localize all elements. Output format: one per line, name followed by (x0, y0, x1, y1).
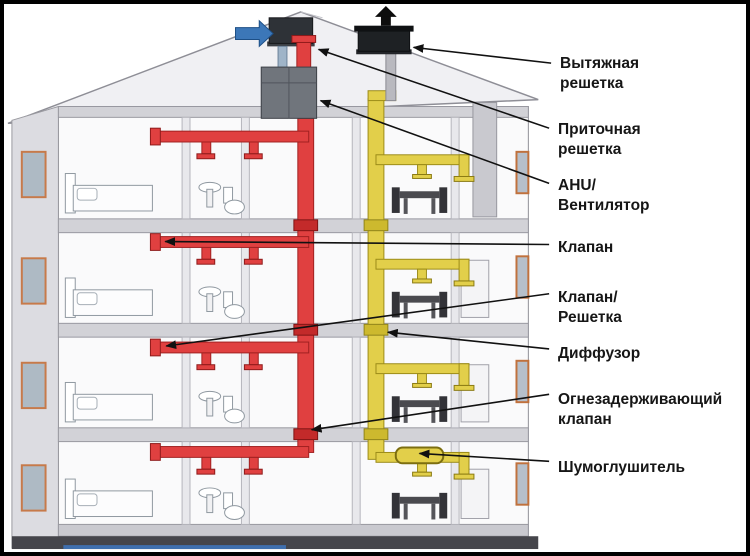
window (20, 150, 47, 199)
exhaust-riser (367, 98, 385, 460)
fire-damper-collar (293, 219, 319, 232)
label-supply-grille: Приточная решетка (558, 121, 641, 158)
facade-windows (20, 150, 530, 512)
supply-intake-unit (235, 17, 317, 69)
window (20, 257, 47, 305)
window (515, 359, 530, 404)
leader-line-valve (164, 237, 550, 247)
building-section (11, 105, 529, 549)
exhaust-duct-system (363, 90, 475, 480)
window (20, 361, 47, 410)
label-fire-damper: Огнезадерживающий клапан (558, 391, 723, 428)
label-valve-grille: Клапан/ Решетка (558, 289, 622, 326)
label-silencer: Шумоглушитель (558, 459, 686, 476)
leader-line-ahu-fan (319, 99, 550, 185)
supply-roof-stub (296, 40, 312, 69)
fire-damper-collar (293, 323, 319, 336)
window (515, 150, 530, 195)
ground (11, 536, 539, 550)
leader-line-diffuser (386, 328, 550, 350)
leader-line-fire-damper (310, 393, 550, 433)
silencer-unit (394, 446, 445, 465)
leader-line-exhaust-grille (412, 44, 552, 64)
ventilation-diagram (7, 5, 552, 550)
fire-damper-collar (293, 428, 319, 441)
kitchen-fixtures (460, 102, 498, 519)
label-valve: Клапан (558, 239, 614, 256)
supply-riser (297, 117, 315, 453)
fire-damper-collar (363, 219, 389, 232)
label-diffuser: Диффузор (558, 345, 641, 362)
exhaust-air-arrow-icon (380, 15, 391, 26)
fire-damper-collar (363, 428, 389, 441)
fresh-air-pipe (277, 45, 288, 69)
window (20, 464, 47, 512)
fire-damper-collar (363, 323, 389, 336)
label-ahu-fan: AHU/ Вентилятор (558, 177, 650, 214)
leader-line-silencer (418, 449, 550, 463)
leader-lines (164, 44, 552, 463)
supply-duct-system (149, 117, 319, 475)
window (515, 462, 530, 506)
exhaust-roof-unit (354, 5, 414, 102)
supply-roof-cap (291, 35, 317, 43)
window (515, 255, 530, 299)
leader-line-valve-grille (165, 292, 550, 350)
leader-line-supply-grille (317, 48, 550, 129)
exhaust-air-arrow-icon (375, 5, 397, 17)
ahu-unit (260, 66, 318, 119)
label-exhaust-grille: Вытяжная решетка (560, 55, 640, 92)
supply-air-arrow-icon (235, 19, 274, 48)
